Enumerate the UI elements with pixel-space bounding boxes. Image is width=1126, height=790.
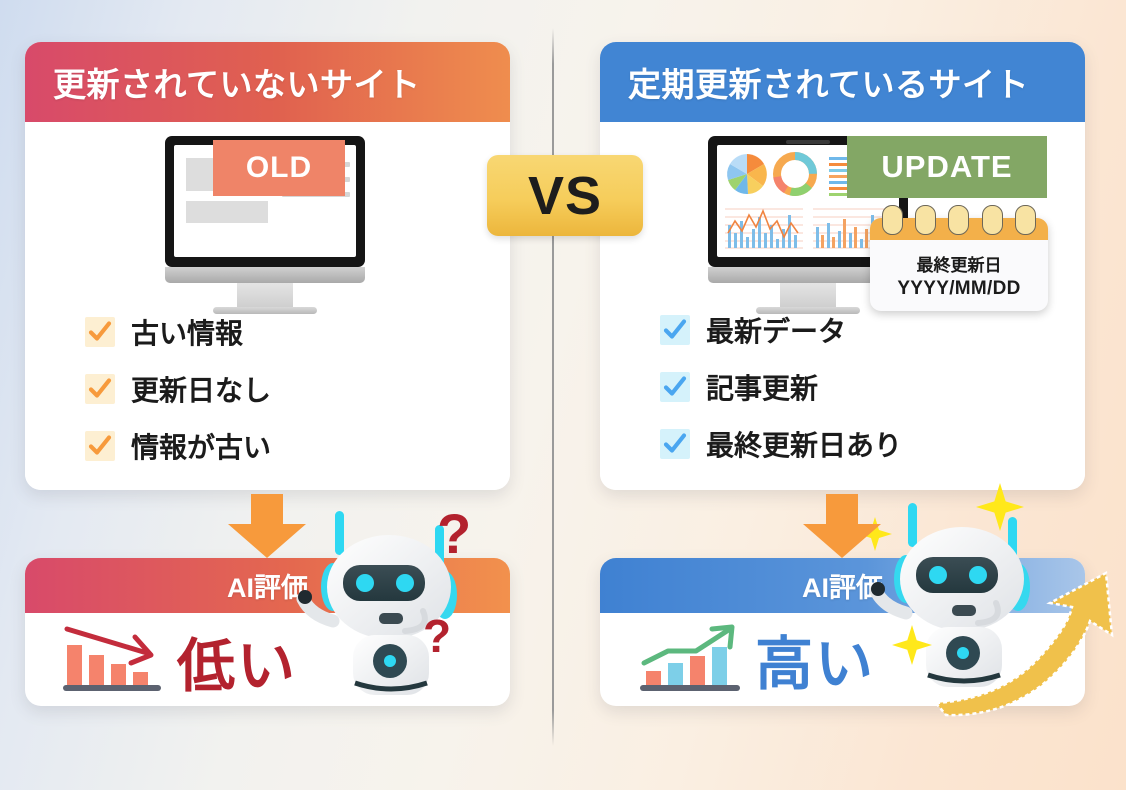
question-mark-icon: ?	[437, 502, 472, 565]
left-card-body: OLD 古い情報	[25, 122, 510, 490]
old-tag-label: OLD	[245, 151, 313, 184]
center-divider	[552, 28, 554, 746]
left-site-card: 更新されていないサイト	[25, 42, 510, 490]
left-down-arrow-icon	[225, 494, 309, 560]
list-item: 古い情報	[85, 312, 271, 352]
left-monitor-neck	[237, 283, 293, 307]
list-item-label: 古い情報	[131, 318, 244, 349]
left-result-body: 低い	[25, 502, 510, 706]
right-trend-chart	[638, 623, 748, 695]
right-checklist: 最新データ 記事更新	[660, 310, 902, 481]
check-icon	[660, 315, 690, 345]
placeholder-block	[186, 201, 268, 223]
right-column: 定期更新されているサイト	[600, 42, 1114, 717]
right-result-header: AI評価	[600, 558, 1085, 613]
question-mark-icon: ?	[423, 610, 452, 662]
left-card-header: 更新されていないサイト	[25, 42, 510, 122]
left-verdict-label: 低い	[177, 634, 298, 699]
right-card-title: 定期更新されているサイト	[628, 66, 1030, 103]
right-card-body: UPDATE 最終更新日 YYYY/MM/DD	[600, 122, 1085, 490]
sparkle-star-icon	[976, 483, 1024, 536]
left-monitor-chinbar	[165, 267, 365, 283]
calendar-ring-icon	[915, 205, 937, 235]
right-site-card: 定期更新されているサイト	[600, 42, 1085, 490]
calendar-label: 最終更新日	[916, 256, 1002, 275]
check-icon	[660, 429, 690, 459]
right-monitor-neck	[780, 283, 836, 307]
list-item-label: 記事更新	[706, 373, 819, 404]
versus-label: VS	[527, 165, 603, 226]
calendar-ring-icon	[981, 205, 1003, 235]
right-result-header-label: AI評価	[802, 573, 883, 603]
list-item: 最新データ	[660, 310, 902, 350]
left-checklist: 古い情報 更新日なし	[85, 312, 271, 483]
check-icon	[85, 374, 115, 404]
calendar-ring-icon	[1014, 205, 1036, 235]
versus-badge: VS	[487, 155, 643, 236]
right-card-header: 定期更新されているサイト	[600, 42, 1085, 122]
right-verdict-label: 高い	[755, 632, 876, 697]
check-icon	[85, 317, 115, 347]
left-monitor-base	[213, 307, 317, 314]
update-tag-label: UPDATE	[881, 149, 1013, 184]
list-item-label: 最終更新日あり	[706, 430, 903, 461]
old-tag: OLD	[213, 140, 345, 196]
list-item: 最終更新日あり	[660, 424, 902, 464]
update-tag: UPDATE	[847, 136, 1047, 198]
list-item-label: 最新データ	[706, 316, 847, 347]
sparkle-star-icon	[892, 625, 932, 670]
list-item: 更新日なし	[85, 369, 271, 409]
right-result-card: AI評価 高い	[600, 483, 1114, 717]
right-result-body: 高い	[600, 483, 1114, 717]
list-item: 情報が古い	[85, 426, 271, 466]
left-trend-chart	[63, 623, 173, 695]
calendar-date: YYYY/MM/DD	[897, 278, 1021, 299]
left-result-card: AI評価 低い	[25, 502, 510, 706]
left-result-header-label: AI評価	[227, 573, 308, 603]
list-item: 記事更新	[660, 367, 902, 407]
check-icon	[85, 431, 115, 461]
calendar-ring-icon	[882, 205, 904, 235]
sparkle-star-icon	[858, 517, 892, 556]
left-column: 更新されていないサイト	[25, 42, 510, 706]
right-monitor-base	[756, 307, 860, 314]
right-down-arrow-icon	[800, 494, 884, 560]
calendar-ring-icon	[948, 205, 970, 235]
left-result-header: AI評価	[25, 558, 510, 613]
last-updated-calendar: 最終更新日 YYYY/MM/DD	[870, 205, 1048, 311]
check-icon	[660, 372, 690, 402]
left-card-title: 更新されていないサイト	[53, 66, 421, 103]
list-item-label: 情報が古い	[131, 432, 272, 463]
calendar-rings	[870, 205, 1048, 235]
right-monitor-chinbar	[708, 267, 908, 283]
list-item-label: 更新日なし	[131, 375, 272, 406]
